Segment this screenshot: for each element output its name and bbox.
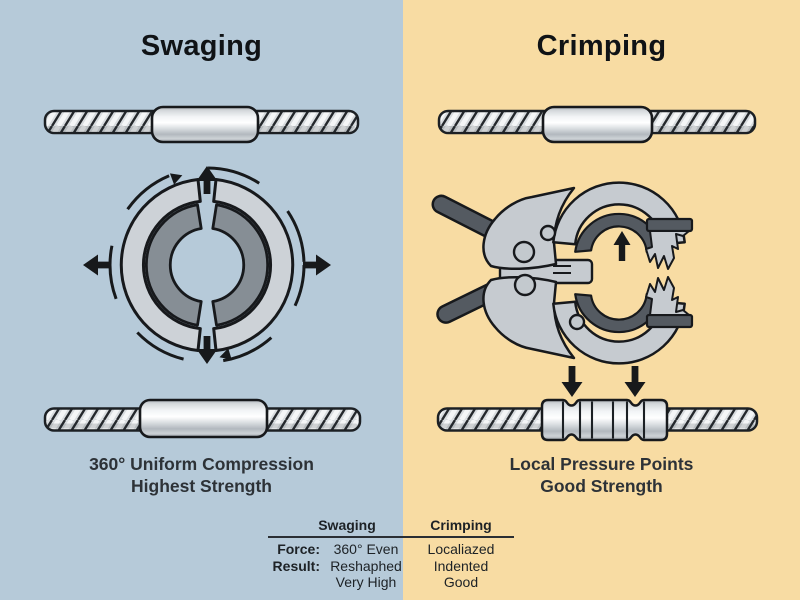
cable-with-swaged-ferrule-bottom <box>43 398 362 439</box>
swaging-die-diagram <box>83 166 331 364</box>
swaging-caption: 360° Uniform Compression Highest Strengt… <box>0 453 403 497</box>
pressure-arrow-down-icon <box>561 366 583 397</box>
swaging-caption-line2: Highest Strength <box>131 476 272 496</box>
crimped-ferrule <box>540 398 669 442</box>
crimping-illustration <box>431 105 759 442</box>
table-cell-swaging-force: 360° Even <box>333 541 399 557</box>
table-header-crimping: Crimping <box>408 517 514 538</box>
pressure-arrow-down-icon <box>624 366 646 397</box>
swaging-illustration <box>43 105 362 439</box>
crimping-caption: Local Pressure Points Good Strength <box>403 453 800 497</box>
compression-arrow-right-icon <box>303 254 331 276</box>
tool-jaw-arc-upper <box>552 181 686 246</box>
swaging-caption-line1: 360° Uniform Compression <box>89 454 314 474</box>
die-inner-ring-right <box>211 203 269 327</box>
table-cell-swaging-result: Reshaphed <box>330 557 402 574</box>
pressure-arrows <box>561 366 646 397</box>
compression-arrow-left-icon <box>83 254 111 276</box>
hinge-adjust-lines <box>553 265 571 274</box>
cable-with-ferrule-top <box>437 105 757 144</box>
crimping-caption-line1: Local Pressure Points <box>509 454 694 474</box>
jaw-arrow-up-icon <box>613 231 631 261</box>
table-row-label: Force: <box>277 541 320 557</box>
ferrule-sleeve <box>150 105 260 144</box>
tool-jaw-teeth-lower <box>645 276 690 316</box>
swaging-panel <box>0 0 403 600</box>
table-row-label: Result: <box>272 557 320 574</box>
rivet <box>513 273 537 297</box>
comparison-table: Swaging Crimping Force: 360° Even Locali… <box>268 517 514 591</box>
table-header-swaging: Swaging <box>268 517 408 538</box>
die-inner-ring-left <box>145 203 203 327</box>
rivet <box>539 224 557 242</box>
rotation-arrowhead-icon <box>219 348 232 360</box>
crimp-segment-lines <box>561 401 646 439</box>
tool-plate-upper <box>482 186 576 271</box>
rotation-arrowhead-icon <box>169 173 183 185</box>
rivet <box>568 313 586 331</box>
table-cell-swaging-result2: Very High <box>335 574 397 591</box>
table-cell-crimping-result: Indented <box>433 557 489 574</box>
tool-jaw-teeth-upper <box>645 230 690 270</box>
table-row-label <box>268 574 324 591</box>
swaging-title: Swaging <box>140 30 263 62</box>
rivet <box>512 240 536 264</box>
cable-with-ferrule-top <box>43 105 360 144</box>
cable-with-crimped-ferrule-bottom <box>436 398 759 442</box>
swaged-ferrule <box>138 398 269 439</box>
crimping-text-layer: Crimping Local Pressure Points Good Stre… <box>403 0 800 600</box>
tool-jaw-arc-lower <box>552 300 686 365</box>
crimping-caption-line2: Good Strength <box>540 476 663 496</box>
crimping-tool <box>431 181 694 365</box>
ferrule-sleeve <box>541 105 654 144</box>
swaging-text-layer: Swaging 360° Uniform Compression Highest… <box>0 30 403 497</box>
table-cell-crimping-force: Localiazed <box>427 541 495 557</box>
compression-arrow-down-icon <box>196 336 218 364</box>
compression-arrow-up-icon <box>196 166 218 194</box>
table-cell-crimping-result2: Good <box>443 574 479 591</box>
crimping-title: Crimping <box>536 30 667 62</box>
